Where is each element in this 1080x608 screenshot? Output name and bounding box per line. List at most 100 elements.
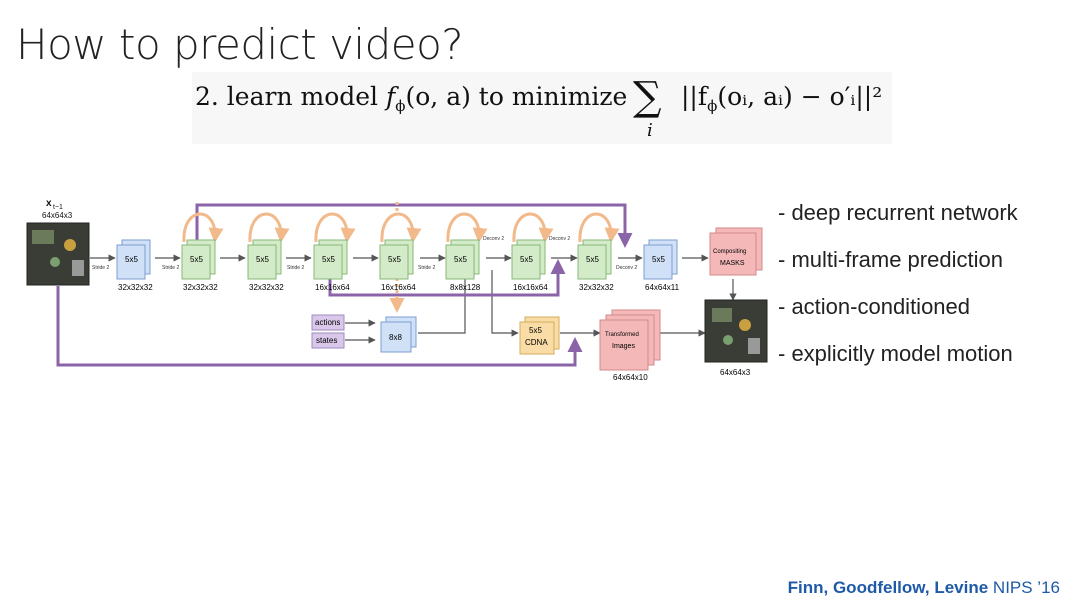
- bullet-item: - multi-frame prediction: [778, 247, 1003, 272]
- input-label: x: [46, 198, 52, 209]
- recurrent-loop: [380, 212, 422, 243]
- recurrent-loop: [182, 212, 224, 243]
- actions-box: [311, 314, 345, 331]
- fc-label: 8x8: [389, 333, 402, 342]
- formula-mid: to minimize: [470, 82, 628, 111]
- recurrent-loop: [446, 212, 488, 243]
- output-dims: 64x64x3: [720, 368, 751, 377]
- transformed-label-bottom: Images: [612, 343, 635, 350]
- masks-layer-front: [709, 232, 757, 276]
- lstm-block: 5x5 32x32x32: [577, 239, 614, 292]
- sum-symbol: ∑: [633, 74, 662, 120]
- recurrent-loop: [578, 212, 620, 243]
- lstm-dims: 32x32x32: [183, 283, 218, 292]
- deconv-label: Deconv 2: [483, 236, 504, 242]
- lstm-layer-front: [379, 244, 409, 280]
- architecture-diagram: x t−1 64x64x3 Stride 2 Stride 2 Stride 2…: [26, 198, 768, 382]
- lstm-dims: 16x16x64: [381, 283, 416, 292]
- states-label: states: [316, 336, 337, 345]
- cdna-label: CDNA: [525, 338, 548, 347]
- input-image-arm: [72, 260, 84, 276]
- output-image-patch: [712, 308, 732, 322]
- cdna-input-arrow: [491, 270, 519, 337]
- lstm-kernel: 5x5: [190, 255, 203, 264]
- masks-label-bottom: MASKS: [720, 260, 745, 267]
- fc-output-arrow: [418, 269, 469, 334]
- objective-formula: 2. learn model fϕ(o, a) to minimize ∑ i …: [195, 74, 882, 141]
- fc-block: 8x8: [380, 316, 417, 353]
- cdna-kernel: 5x5: [529, 326, 542, 335]
- citation-venue: NIPS ’16: [988, 578, 1060, 597]
- lstm-dims: 32x32x32: [579, 283, 614, 292]
- output-frame: 64x64x3: [704, 299, 768, 377]
- formula-body: ||fϕ(oᵢ, aᵢ) − o′ᵢ||²: [681, 82, 882, 115]
- skip-connection-input: [56, 286, 583, 367]
- lstm-layer-front: [181, 244, 211, 280]
- cdna-layer-front: [519, 321, 555, 355]
- formula-body-args: (oᵢ, aᵢ) − o′ᵢ||²: [717, 82, 883, 111]
- input-image-object: [64, 239, 76, 251]
- lstm-block: 5x5 16x16x64: [511, 239, 548, 292]
- states-box: [311, 332, 345, 349]
- conv-kernel: 5x5: [652, 255, 665, 264]
- lstm-dims: 16x16x64: [513, 283, 548, 292]
- bullet-list: - deep recurrent network - multi-frame p…: [778, 198, 1018, 386]
- conv-block: 5x5 32x32x32: [116, 239, 153, 292]
- actions-label: actions: [315, 318, 340, 327]
- bullet-item: - deep recurrent network: [778, 200, 1018, 225]
- conv-dims: 32x32x32: [118, 283, 153, 292]
- lstm-dims: 16x16x64: [315, 283, 350, 292]
- lstm-layer-front: [247, 244, 277, 280]
- recurrent-loop: [248, 212, 290, 243]
- transformed-label-top: Transformed: [605, 332, 639, 338]
- lstm-layer-front: [511, 244, 541, 280]
- masks-label-top: Compositing: [713, 249, 746, 255]
- deconv-label: Deconv 2: [549, 236, 570, 242]
- lstm-block: 5x5 32x32x32: [247, 239, 284, 292]
- formula-sub: ϕ: [395, 97, 406, 115]
- transformed-images: Transformed Images 64x64x10: [599, 309, 661, 382]
- lstm-block: 5x5 8x8x128: [445, 239, 481, 292]
- chain-arrows: [90, 254, 737, 344]
- conv-block: 5x5 64x64x11: [643, 239, 680, 292]
- formula-fn: f: [386, 82, 396, 111]
- lstm-block: 5x5 16x16x64: [379, 239, 416, 292]
- input-frame: x t−1 64x64x3: [26, 198, 90, 286]
- lstm-dims: 8x8x128: [450, 283, 481, 292]
- stride-label: Stride 2: [418, 265, 435, 271]
- formula-body-start: ||f: [681, 82, 708, 111]
- lstm-kernel: 5x5: [586, 255, 599, 264]
- formula-prefix: 2. learn model: [195, 82, 379, 111]
- lstm-layer-front: [577, 244, 607, 280]
- compositing-masks: Compositing MASKS: [709, 227, 763, 276]
- lstm-kernel: 5x5: [322, 255, 335, 264]
- lstm-block: 5x5 32x32x32: [181, 239, 218, 292]
- stride-label: Stride 2: [162, 265, 179, 271]
- input-dims: 64x64x3: [42, 211, 73, 220]
- citation: Finn, Goodfellow, Levine NIPS ’16: [788, 578, 1060, 598]
- bullet-item: - action-conditioned: [778, 294, 971, 319]
- recurrent-loop: [512, 212, 554, 243]
- lstm-kernel: 5x5: [520, 255, 533, 264]
- slide-title: How to predict video?: [16, 20, 464, 69]
- formula-body-sub: ϕ: [707, 97, 718, 115]
- output-image-object: [739, 319, 751, 331]
- stride-label: Stride 2: [92, 265, 109, 271]
- transformed-dims: 64x64x10: [613, 373, 648, 382]
- lstm-kernel: 5x5: [388, 255, 401, 264]
- lstm-block: 5x5 16x16x64: [313, 239, 350, 292]
- lstm-dims: 32x32x32: [249, 283, 284, 292]
- formula-args: (o, a): [405, 82, 471, 111]
- lstm-layer-front: [445, 244, 475, 280]
- conv-kernel: 5x5: [125, 255, 138, 264]
- lstm-kernel: 5x5: [454, 255, 467, 264]
- input-image-object: [50, 257, 60, 267]
- input-image-patch: [32, 230, 54, 244]
- citation-authors: Finn, Goodfellow, Levine: [787, 578, 989, 597]
- recurrent-loop: [314, 212, 356, 243]
- lstm-kernel: 5x5: [256, 255, 269, 264]
- conv-layer-front: [116, 244, 146, 280]
- skip-connection-top: [195, 203, 633, 248]
- output-image-object: [723, 335, 733, 345]
- conv-layer-front: [643, 244, 673, 280]
